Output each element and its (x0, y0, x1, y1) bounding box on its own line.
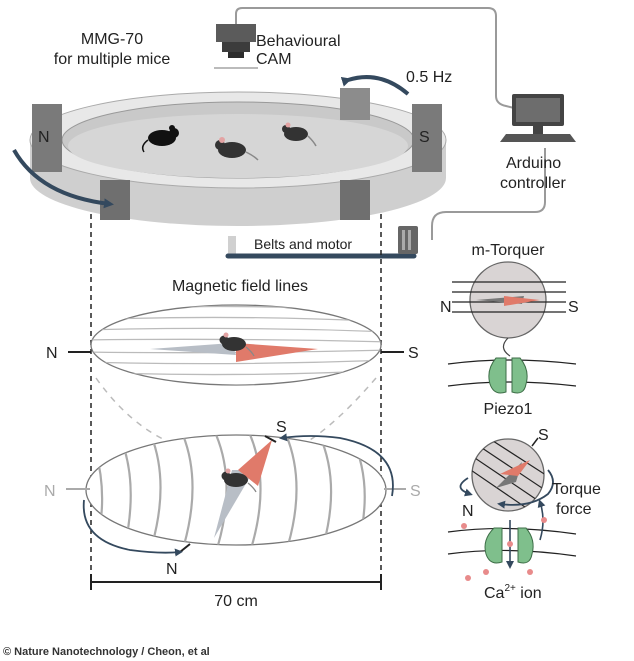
platform-pole-n: N (38, 129, 50, 146)
magnet-block (340, 180, 370, 220)
lower-pole-n: N (166, 561, 178, 578)
computer-icon (500, 94, 576, 142)
lower-pole-s: S (276, 419, 287, 436)
upper-pole-s: S (408, 345, 419, 362)
mouse-icon (282, 122, 317, 147)
rotation-arrow-lower-left (82, 499, 183, 557)
image-credit: © Nature Nanotechnology / Cheon, et al (3, 646, 210, 658)
mouse-icon (141, 125, 179, 153)
rotation-arrow-left (12, 149, 114, 209)
calcium-label: Ca2+ ion (484, 583, 542, 602)
rotated-torquer-pole-s: S (538, 427, 549, 444)
width-label: 70 cm (214, 593, 258, 610)
piezo1-channel-open (484, 527, 534, 564)
torquer-sphere-aligned (452, 261, 566, 357)
projection-lines (90, 214, 382, 582)
rotation-arrow-lower-right (279, 433, 394, 497)
platform-pole-s: S (419, 129, 430, 146)
torquer-sphere-rotated (471, 438, 545, 512)
camera-label-line1: Behavioural (256, 33, 341, 50)
torque-arrow-left (459, 477, 473, 497)
field-lines-label: Magnetic field lines (172, 278, 308, 295)
upper-pole-n: N (46, 345, 58, 362)
field-disc-rotated (85, 434, 387, 546)
frequency-label: 0.5 Hz (406, 69, 452, 86)
device-subtitle: for multiple mice (54, 51, 171, 68)
lower-pole-s-faded: S (410, 483, 421, 500)
lower-pole-n-faded: N (44, 483, 56, 500)
device-name: MMG-70 (81, 31, 143, 48)
magnet-block (412, 104, 442, 172)
piezo1-channel (488, 357, 528, 394)
torque-label-line2: force (556, 501, 592, 518)
magnet-block (32, 104, 62, 172)
behavioural-camera (214, 24, 258, 69)
rotation-guide-lines (95, 377, 377, 453)
mouse-icon (215, 137, 259, 161)
field-disc-aligned (90, 304, 382, 386)
rotation-arrow-top (340, 75, 410, 96)
piezo-label: Piezo1 (484, 401, 533, 418)
belts-label: Belts and motor (254, 236, 352, 252)
magnet-block (340, 88, 370, 120)
torque-arrow (497, 469, 554, 509)
torquer-label: m-Torquer (472, 242, 546, 259)
magnet-block (100, 180, 130, 220)
torque-label-line1: Torque (552, 481, 601, 498)
controller-cable (431, 148, 546, 240)
cell-membrane-top (447, 359, 577, 387)
calcium-ions (461, 517, 547, 581)
torquer-pole-n: N (440, 299, 452, 316)
controller-label-line1: Arduino (506, 155, 561, 172)
camera-cable (235, 7, 515, 109)
camera-label-line2: CAM (256, 51, 292, 68)
width-dimension (90, 574, 382, 590)
rotated-torquer-pole-n: N (462, 503, 474, 520)
torquer-pole-s: S (568, 299, 579, 316)
controller-label-line2: controller (500, 175, 566, 192)
belts-and-motor (225, 226, 418, 259)
